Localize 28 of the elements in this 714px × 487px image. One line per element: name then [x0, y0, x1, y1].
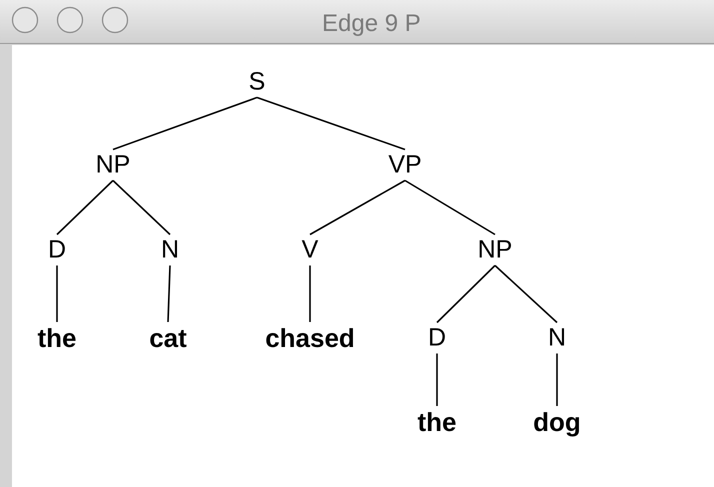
- word-label: cat: [149, 322, 187, 354]
- word-label: the: [418, 406, 456, 438]
- tree-branch: [167, 265, 171, 322]
- tree-branch: [556, 354, 558, 406]
- tree-branch: [112, 96, 258, 150]
- category-label: S: [248, 66, 266, 98]
- tree-branch: [436, 354, 438, 406]
- category-label: N: [548, 322, 566, 354]
- tree-branch: [56, 180, 114, 236]
- word-label: chased: [265, 322, 355, 354]
- tree-branch: [256, 96, 406, 150]
- category-label: NP: [478, 234, 512, 266]
- category-label: D: [428, 322, 446, 354]
- tree-branch: [309, 266, 311, 322]
- tree-branch: [112, 180, 171, 236]
- category-label: D: [48, 234, 66, 266]
- word-label: the: [38, 322, 76, 354]
- word-label: dog: [533, 406, 581, 438]
- category-label: V: [302, 234, 318, 266]
- tree-branch: [310, 180, 406, 236]
- category-label: VP: [388, 150, 422, 180]
- tree-branch: [56, 266, 58, 322]
- category-label: NP: [96, 150, 130, 180]
- window-title: Edge 9 P: [322, 9, 421, 39]
- tree-branch: [436, 264, 496, 324]
- category-label: N: [160, 234, 180, 266]
- tree-branch: [494, 264, 558, 324]
- tree-branch: [404, 180, 496, 236]
